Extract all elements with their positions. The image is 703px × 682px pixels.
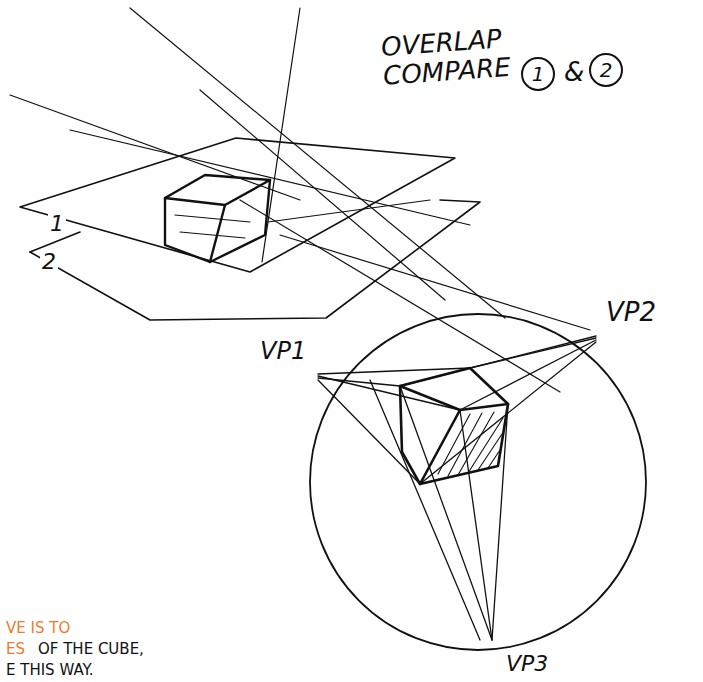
circled-number: 2 <box>589 53 623 87</box>
vanishing-point-label: VP2 <box>604 298 658 327</box>
sketch-label: 1 <box>48 212 66 236</box>
note-text: E THIS WAY. <box>4 662 95 679</box>
plane-2 <box>30 200 480 320</box>
vanishing-point-label: VP3 <box>504 652 550 676</box>
title-note: OVERLAP COMPARE <box>380 23 524 90</box>
circle-label: 2 <box>600 60 613 80</box>
vanishing-point-label: VP1 <box>258 338 308 364</box>
cone-of-vision <box>310 314 646 650</box>
note-text: ES <box>4 641 27 658</box>
sketch-label: 2 <box>40 250 58 274</box>
note-text: VE IS TO <box>4 620 72 637</box>
plane-1 <box>20 138 455 272</box>
sketch-label: & <box>562 58 586 87</box>
note-text: OF THE CUBE, <box>36 641 146 658</box>
circle-label: 1 <box>532 64 545 84</box>
overlap-cube <box>165 175 270 262</box>
construction-lines <box>10 8 590 392</box>
vanishing-lines <box>318 336 596 640</box>
circled-number: 1 <box>521 57 555 91</box>
